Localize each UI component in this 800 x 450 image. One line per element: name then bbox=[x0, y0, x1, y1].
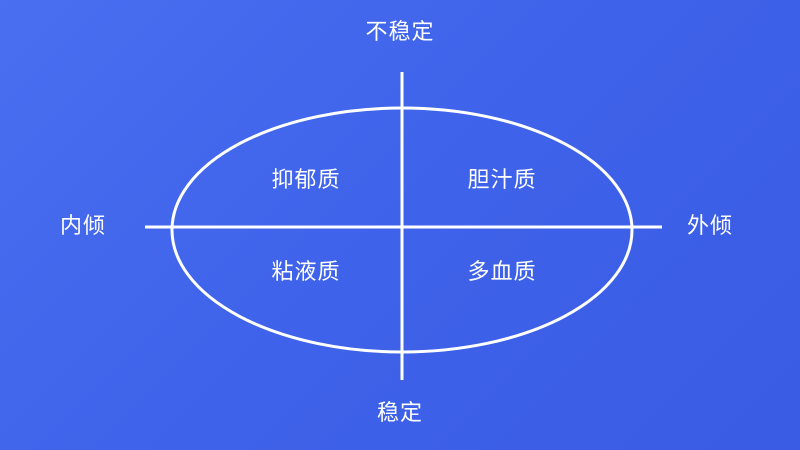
axis-label-introverted: 内倾 bbox=[60, 214, 107, 239]
axis-label-unstable: 不稳定 bbox=[365, 20, 435, 45]
axis-label-extroverted: 外倾 bbox=[687, 214, 734, 239]
quadrant-label-phlegmatic: 粘液质 bbox=[271, 260, 341, 285]
quadrant-label-choleric: 胆汁质 bbox=[467, 168, 537, 193]
quadrant-label-sanguine: 多血质 bbox=[467, 260, 537, 285]
quadrant-label-melancholic: 抑郁质 bbox=[271, 168, 341, 193]
axis-label-stable: 稳定 bbox=[376, 401, 424, 426]
